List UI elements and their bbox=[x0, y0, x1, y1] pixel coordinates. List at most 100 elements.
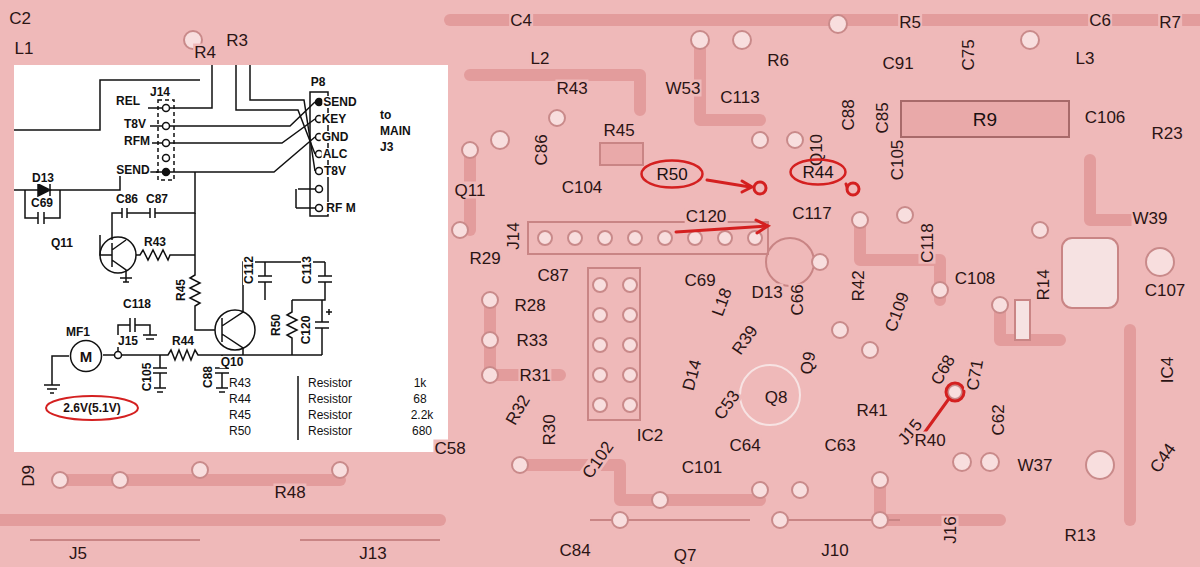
schematic-wiring bbox=[14, 65, 332, 440]
schematic-wiring bbox=[112, 240, 132, 282]
part-label: C6 bbox=[1088, 12, 1112, 29]
part-label: D9 bbox=[20, 464, 37, 488]
component-outlines bbox=[528, 222, 768, 254]
schematic-wiring bbox=[258, 262, 272, 300]
node-shape bbox=[642, 161, 703, 188]
solder-pads bbox=[932, 282, 948, 298]
table-cell: 680 bbox=[411, 425, 433, 437]
schematic-label: C105 bbox=[141, 362, 153, 393]
schematic-label: RF M bbox=[325, 202, 356, 214]
schematic-label: C118 bbox=[122, 298, 152, 310]
solder-pads bbox=[652, 492, 668, 508]
solder-pads bbox=[112, 472, 128, 488]
solder-pads bbox=[832, 322, 848, 338]
part-label: Q9 bbox=[797, 349, 818, 376]
red-markings bbox=[676, 180, 964, 436]
part-label: C88 bbox=[840, 98, 857, 131]
red-markings bbox=[946, 383, 964, 401]
schematic-wiring bbox=[190, 213, 215, 330]
node-shape bbox=[46, 396, 138, 420]
part-label: Q11 bbox=[454, 182, 487, 199]
schematic-label: SEND bbox=[322, 96, 357, 108]
schematic-wiring bbox=[316, 168, 323, 175]
solder-pads bbox=[948, 385, 962, 399]
part-label: C107 bbox=[1144, 282, 1187, 299]
solder-pads bbox=[52, 472, 68, 488]
part-label: C63 bbox=[823, 437, 856, 454]
part-label: R31 bbox=[518, 367, 551, 384]
part-label: C75 bbox=[960, 38, 977, 71]
table-cell: R44 bbox=[228, 393, 252, 405]
schematic-wiring bbox=[316, 205, 323, 212]
part-label: C118 bbox=[919, 222, 936, 263]
part-label: L1 bbox=[14, 40, 35, 57]
solder-pads bbox=[792, 482, 808, 498]
node-shape bbox=[71, 341, 102, 372]
solder-pads bbox=[953, 453, 971, 471]
schematic-label: D13 bbox=[31, 172, 55, 184]
schematic-label: ALC bbox=[322, 148, 349, 160]
component-outlines bbox=[740, 365, 800, 425]
solder-pads bbox=[1086, 451, 1114, 479]
connector-note: to MAIN J3 bbox=[379, 107, 415, 156]
part-label: W37 bbox=[1017, 457, 1054, 474]
part-label: R28 bbox=[513, 297, 546, 314]
schematic-label: C113 bbox=[301, 255, 313, 285]
part-label: C4 bbox=[509, 12, 533, 29]
resistor-body: R9 bbox=[900, 100, 1070, 138]
solder-pads bbox=[733, 31, 751, 49]
solder-pads bbox=[862, 342, 878, 358]
part-label: Q7 bbox=[673, 547, 698, 564]
solder-pads bbox=[829, 15, 847, 33]
schematic-label: Q10 bbox=[220, 356, 245, 368]
schematic-wiring bbox=[49, 184, 51, 196]
node-text: R9 bbox=[973, 110, 997, 129]
schematic-wiring bbox=[296, 189, 315, 208]
solder-pads bbox=[452, 222, 468, 238]
solder-pads bbox=[623, 278, 637, 292]
part-label: J5 bbox=[68, 545, 88, 562]
component-outlines bbox=[1062, 238, 1118, 308]
part-label: R13 bbox=[1063, 527, 1096, 544]
schematic-label: C87 bbox=[145, 193, 169, 205]
schematic-wiring bbox=[215, 310, 255, 350]
part-label: C104 bbox=[561, 179, 604, 196]
table-cell: R43 bbox=[228, 377, 252, 389]
schematic-label: C120 bbox=[300, 315, 312, 346]
schematic-label: R50 bbox=[270, 313, 282, 337]
schematic-wiring bbox=[163, 155, 170, 162]
part-label: R33 bbox=[515, 332, 548, 349]
solder-pads bbox=[748, 231, 762, 245]
highlight-ellipse: R50 bbox=[639, 158, 705, 190]
solder-pads bbox=[482, 367, 498, 383]
schematic-wiring bbox=[136, 250, 195, 260]
schematic-label: Q11 bbox=[50, 237, 74, 249]
pcb-tracks bbox=[880, 480, 1000, 520]
part-label: W39 bbox=[1132, 210, 1169, 227]
part-label: C84 bbox=[558, 542, 591, 559]
part-label: J13 bbox=[358, 545, 387, 562]
solder-pads bbox=[688, 231, 702, 245]
part-label: R7 bbox=[1158, 14, 1182, 31]
solder-pads bbox=[772, 512, 788, 528]
part-label: R40 bbox=[913, 432, 946, 449]
part-label: C113 bbox=[719, 89, 760, 106]
part-label: D13 bbox=[750, 284, 783, 301]
solder-pads bbox=[718, 231, 732, 245]
schematic-label: J15 bbox=[117, 335, 139, 347]
solder-pads bbox=[752, 482, 768, 498]
part-label: IC4 bbox=[1159, 356, 1176, 384]
solder-pads bbox=[658, 231, 672, 245]
schematic-wiring bbox=[316, 186, 323, 193]
solder-pads bbox=[628, 231, 642, 245]
part-label: R14 bbox=[1035, 268, 1052, 301]
solder-pads bbox=[549, 110, 565, 126]
solder-pads bbox=[482, 332, 498, 348]
part-label: L3 bbox=[1075, 50, 1096, 67]
schematic-wiring bbox=[153, 355, 167, 392]
pcb-tracks bbox=[1124, 330, 1136, 520]
component-outlines bbox=[600, 143, 643, 165]
schematic-wiring bbox=[14, 80, 200, 130]
solder-pads bbox=[482, 292, 498, 308]
part-label: C106 bbox=[1084, 109, 1127, 126]
